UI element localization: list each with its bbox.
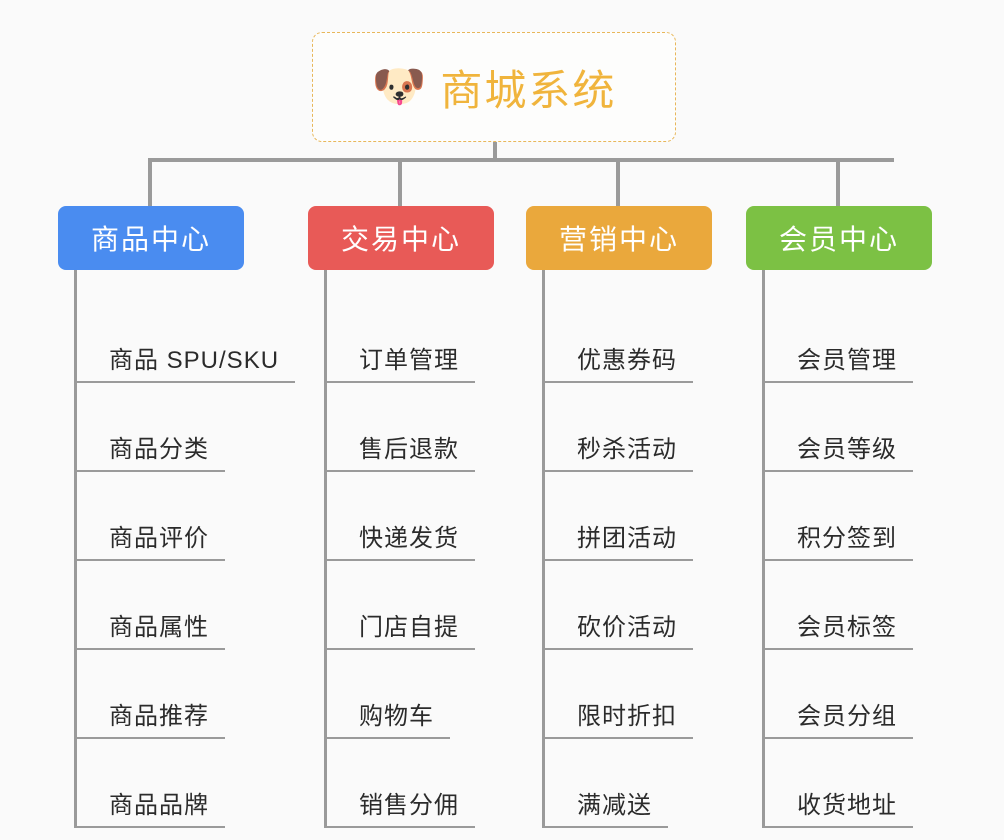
leaf-underline: 满减送: [542, 785, 668, 828]
branch-items-product-center: 商品 SPU/SKU 商品分类商品评价商品属性商品推荐商品品牌: [74, 270, 296, 828]
branch-header-product-center[interactable]: 商品中心: [58, 206, 244, 270]
leaf-underline: 快递发货: [324, 518, 475, 561]
leaf-underline: 商品分类: [74, 429, 225, 472]
leaf-item[interactable]: 订单管理: [324, 294, 526, 383]
leaf-item[interactable]: 砍价活动: [542, 561, 741, 650]
leaf-item-label: 秒杀活动: [577, 436, 677, 463]
leaf-item-label: 会员等级: [797, 436, 897, 463]
leaf-item-label: 商品 SPU/SKU: [109, 347, 280, 374]
connector-drop-0: [148, 160, 152, 206]
leaf-item-label: 订单管理: [359, 347, 459, 374]
leaf-item[interactable]: 商品评价: [74, 472, 288, 561]
branch-header-trade-center[interactable]: 交易中心: [308, 206, 494, 270]
leaf-item[interactable]: 收货地址: [762, 739, 960, 828]
leaf-item[interactable]: 会员分组: [762, 650, 960, 739]
leaf-item[interactable]: 销售分佣: [324, 739, 526, 828]
leaf-underline: 售后退款: [324, 429, 475, 472]
leaf-item-label: 拼团活动: [577, 525, 677, 552]
leaf-item[interactable]: 积分签到: [762, 472, 960, 561]
leaf-item[interactable]: 商品分类: [74, 383, 288, 472]
leaf-underline: 收货地址: [762, 785, 913, 828]
leaf-item[interactable]: 商品属性: [74, 561, 288, 650]
leaf-underline: 砍价活动: [542, 607, 693, 650]
leaf-underline: 商品品牌: [74, 785, 225, 828]
leaf-item-label: 商品分类: [109, 436, 209, 463]
branch-items-marketing-center: 优惠券码秒杀活动拼团活动砍价活动限时折扣满减送: [542, 270, 741, 828]
branch-header-label: 交易中心: [340, 224, 461, 255]
leaf-item-label: 会员标签: [797, 614, 897, 641]
leaf-underline: 商品属性: [74, 607, 225, 650]
leaf-item-label: 砍价活动: [577, 614, 677, 641]
leaf-underline: 门店自提: [324, 607, 475, 650]
leaf-underline: 会员管理: [762, 340, 913, 383]
leaf-underline: 秒杀活动: [542, 429, 693, 472]
leaf-item[interactable]: 快递发货: [324, 472, 526, 561]
leaf-item[interactable]: 商品 SPU/SKU: [74, 294, 296, 383]
leaf-item-label: 销售分佣: [359, 792, 459, 819]
leaf-item[interactable]: 会员管理: [762, 294, 960, 383]
branch-header-label: 商品中心: [90, 224, 211, 255]
leaf-item[interactable]: 会员标签: [762, 561, 960, 650]
branch-marketing-center: 营销中心优惠券码秒杀活动拼团活动砍价活动限时折扣满减送: [526, 206, 741, 828]
branch-header-marketing-center[interactable]: 营销中心: [526, 206, 712, 270]
connector-drop-1: [398, 160, 402, 206]
leaf-underline: 销售分佣: [324, 785, 475, 828]
connector-horizontal-bar: [148, 158, 894, 162]
branch-member-center: 会员中心会员管理会员等级积分签到会员标签会员分组收货地址: [746, 206, 960, 828]
connector-drop-3: [836, 160, 840, 206]
leaf-item-label: 会员分组: [797, 703, 897, 730]
leaf-item-label: 会员管理: [797, 347, 897, 374]
leaf-item-label: 商品推荐: [109, 703, 209, 730]
leaf-item[interactable]: 会员等级: [762, 383, 960, 472]
leaf-item-label: 售后退款: [359, 436, 459, 463]
branch-header-member-center[interactable]: 会员中心: [746, 206, 932, 270]
branch-trade-center: 交易中心订单管理售后退款快递发货门店自提购物车销售分佣: [308, 206, 526, 828]
leaf-underline: 拼团活动: [542, 518, 693, 561]
leaf-item-label: 商品品牌: [109, 792, 209, 819]
leaf-item[interactable]: 售后退款: [324, 383, 526, 472]
leaf-item-label: 快递发货: [359, 525, 459, 552]
leaf-item-label: 购物车: [359, 703, 434, 730]
leaf-item[interactable]: 秒杀活动: [542, 383, 741, 472]
leaf-item-label: 优惠券码: [577, 347, 677, 374]
leaf-item[interactable]: 购物车: [324, 650, 526, 739]
leaf-underline: 会员标签: [762, 607, 913, 650]
branch-items-member-center: 会员管理会员等级积分签到会员标签会员分组收货地址: [762, 270, 960, 828]
connector-drop-2: [616, 160, 620, 206]
leaf-underline: 优惠券码: [542, 340, 693, 383]
leaf-underline: 订单管理: [324, 340, 475, 383]
branch-product-center: 商品中心商品 SPU/SKU 商品分类商品评价商品属性商品推荐商品品牌: [58, 206, 296, 828]
leaf-underline: 积分签到: [762, 518, 913, 561]
root-node[interactable]: 🐶 商城系统: [312, 32, 676, 142]
leaf-item-label: 积分签到: [797, 525, 897, 552]
leaf-item-label: 商品属性: [109, 614, 209, 641]
leaf-item-label: 满减送: [577, 792, 652, 819]
leaf-item-label: 商品评价: [109, 525, 209, 552]
connector-root-stem: [493, 142, 497, 162]
branch-items-trade-center: 订单管理售后退款快递发货门店自提购物车销售分佣: [324, 270, 526, 828]
leaf-underline: 购物车: [324, 696, 450, 739]
leaf-item[interactable]: 门店自提: [324, 561, 526, 650]
leaf-underline: 商品评价: [74, 518, 225, 561]
leaf-underline: 商品 SPU/SKU: [74, 340, 296, 383]
leaf-item[interactable]: 限时折扣: [542, 650, 741, 739]
leaf-item-label: 收货地址: [797, 792, 897, 819]
leaf-item-label: 门店自提: [359, 614, 459, 641]
leaf-item[interactable]: 商品推荐: [74, 650, 288, 739]
leaf-item[interactable]: 优惠券码: [542, 294, 741, 383]
branch-header-label: 营销中心: [558, 224, 679, 255]
leaf-underline: 会员等级: [762, 429, 913, 472]
leaf-underline: 限时折扣: [542, 696, 693, 739]
leaf-item-label: 限时折扣: [577, 703, 677, 730]
shiba-dog-icon: 🐶: [371, 62, 427, 111]
leaf-underline: 商品推荐: [74, 696, 225, 739]
leaf-item[interactable]: 商品品牌: [74, 739, 288, 828]
leaf-item[interactable]: 拼团活动: [542, 472, 741, 561]
root-title: 商城系统: [440, 66, 617, 114]
leaf-item[interactable]: 满减送: [542, 739, 741, 828]
leaf-underline: 会员分组: [762, 696, 913, 739]
branch-header-label: 会员中心: [778, 224, 899, 255]
